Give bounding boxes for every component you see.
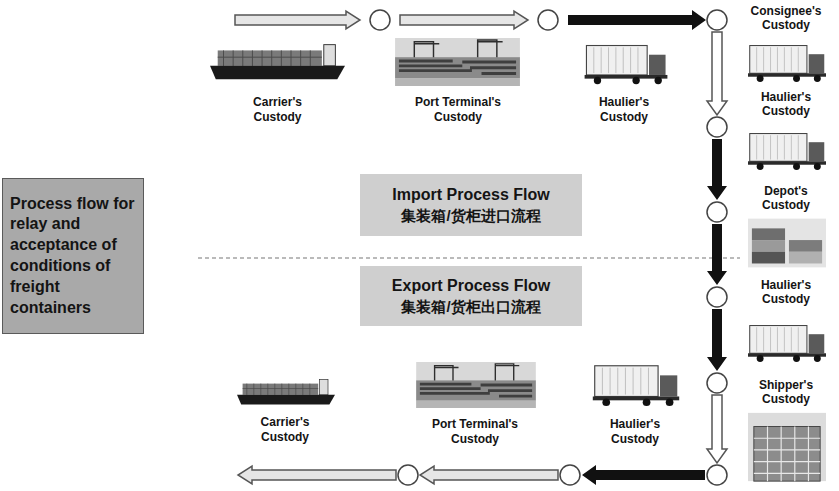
hollow-arrow xyxy=(707,395,727,463)
solid-arrow xyxy=(707,224,727,285)
custody-stage: Carrier's Custody xyxy=(225,374,345,444)
flow-subtitle: 集装箱/货柜进口流程 xyxy=(401,206,540,226)
flow-title: Import Process Flow xyxy=(392,184,549,206)
custody-caption: Haulier's Custody xyxy=(592,417,678,446)
hollow-arrow xyxy=(707,32,727,115)
custody-caption: Port Terminal's Custody xyxy=(405,95,511,124)
handover-circle xyxy=(398,465,418,485)
truck-picture xyxy=(748,134,826,170)
depot-picture xyxy=(748,219,826,268)
truck-picture xyxy=(585,46,668,85)
custody-stage: Haulier's Custody xyxy=(742,278,830,376)
custody-stage: Consignee's Custody xyxy=(742,4,830,88)
port-picture xyxy=(395,38,520,86)
custody-stage: Haulier's Custody xyxy=(742,90,830,182)
custody-stage: Haulier's Custody xyxy=(572,38,676,124)
truck-picture xyxy=(748,326,826,362)
solid-arrow xyxy=(582,465,705,485)
flow-band: Export Process Flow集装箱/货柜出口流程 xyxy=(360,266,582,326)
custody-caption: Shipper's Custody xyxy=(743,378,829,407)
hollow-arrow xyxy=(238,466,396,484)
handover-circle xyxy=(707,465,727,485)
hollow-arrow xyxy=(235,11,360,29)
solid-arrow xyxy=(568,10,706,30)
ship-picture xyxy=(210,45,345,80)
handover-circle xyxy=(370,10,390,30)
flow-subtitle: 集装箱/货柜出口流程 xyxy=(401,297,540,317)
solid-arrow xyxy=(707,309,727,371)
custody-caption: Carrier's Custody xyxy=(235,95,321,124)
handover-circle xyxy=(707,202,727,222)
handover-circle xyxy=(560,465,580,485)
ship-picture xyxy=(237,379,335,404)
solid-arrow xyxy=(707,139,727,200)
custody-caption: Port Terminal's Custody xyxy=(422,417,528,446)
custody-stage: Haulier's Custody xyxy=(585,358,685,446)
custody-caption: Haulier's Custody xyxy=(581,95,667,124)
custody-stage: Port Terminal's Custody xyxy=(405,360,545,446)
handover-circle xyxy=(707,117,727,137)
handover-circle xyxy=(707,287,727,307)
custody-caption: Haulier's Custody xyxy=(743,90,829,119)
custody-stage: Depot's Custody xyxy=(742,184,830,272)
custody-stage: Shipper's Custody xyxy=(742,378,830,486)
divider-line xyxy=(198,257,740,258)
port-picture xyxy=(416,362,536,408)
handover-circle xyxy=(707,10,727,30)
custody-caption: Consignee's Custody xyxy=(743,4,829,33)
flow-band: Import Process Flow集装箱/货柜进口流程 xyxy=(360,174,582,236)
hollow-arrow xyxy=(420,466,558,484)
custody-stage: Port Terminal's Custody xyxy=(388,36,528,124)
handover-circle xyxy=(538,10,558,30)
custody-stage: Carrier's Custody xyxy=(205,38,350,124)
truck-picture xyxy=(593,366,679,406)
truck-picture xyxy=(748,46,826,82)
title-text: Process flow for relay and acceptance of… xyxy=(10,194,136,319)
handover-circle xyxy=(707,373,727,393)
warehouse-picture xyxy=(748,413,826,481)
custody-caption: Haulier's Custody xyxy=(743,278,829,307)
flow-title: Export Process Flow xyxy=(392,275,550,297)
custody-caption: Carrier's Custody xyxy=(242,415,328,444)
title-box: Process flow for relay and acceptance of… xyxy=(2,178,144,334)
custody-caption: Depot's Custody xyxy=(743,184,829,213)
hollow-arrow xyxy=(400,11,528,29)
